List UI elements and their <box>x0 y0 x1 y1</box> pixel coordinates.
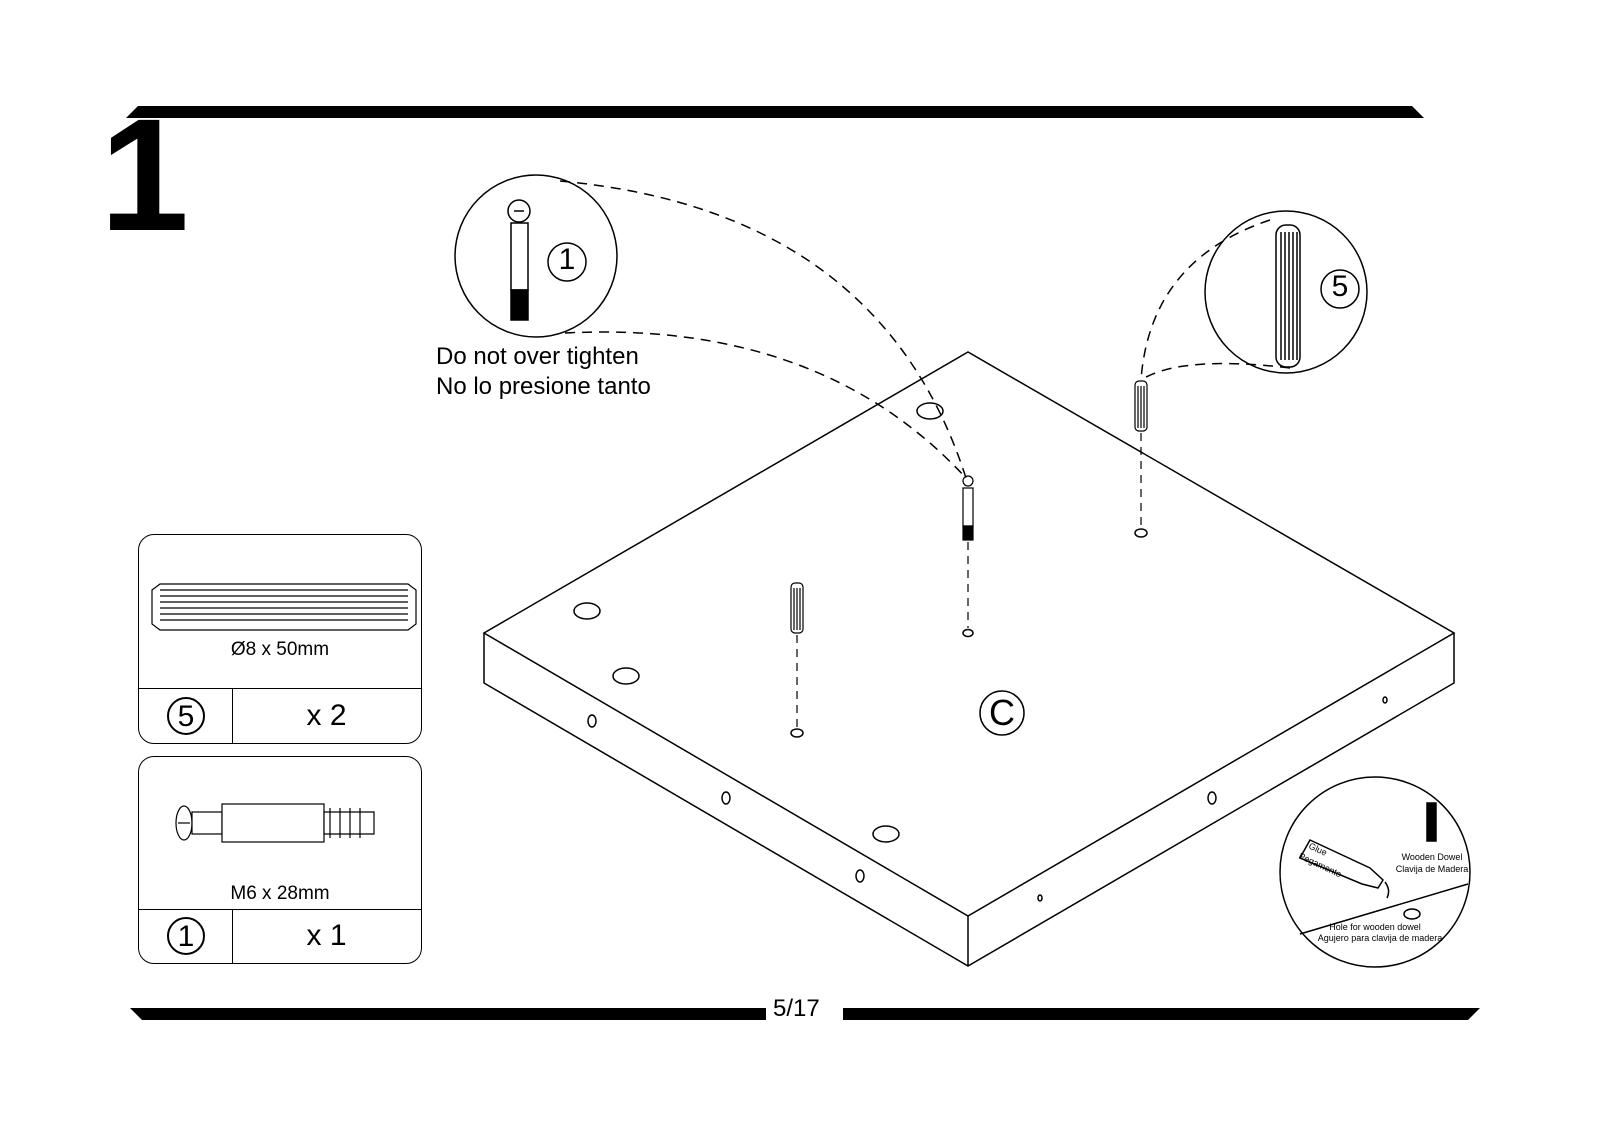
glue-inset <box>1279 776 1471 968</box>
cam-bolt-in-panel <box>962 475 974 628</box>
note-en: Do not over tighten <box>436 343 639 370</box>
callout-screw <box>454 174 618 338</box>
callout-dowel <box>1204 210 1368 374</box>
callout-dowel-id: 5 <box>1331 270 1349 303</box>
bottom-rule-left <box>130 1008 766 1020</box>
step-number: 1 <box>100 85 189 264</box>
part-card-dowel: Ø8 x 50mm 5 x 2 <box>138 534 422 744</box>
part-id: 1 <box>167 917 205 955</box>
part-qty: x 1 <box>306 919 347 952</box>
edge-holes <box>587 696 1388 902</box>
top-face-holes <box>573 402 1148 843</box>
hole-label: Hole for wooden dowel <box>1329 922 1421 932</box>
part-card-cam-bolt: M6 x 28mm 1 x 1 <box>138 756 422 964</box>
dowel-label-es: Clavija de Madera <box>1396 864 1469 874</box>
bottom-rule-right <box>843 1008 1480 1020</box>
cam-bolt-icon <box>175 803 375 843</box>
dowel-right <box>1134 380 1148 528</box>
note-es: No lo presione tanto <box>436 373 651 400</box>
wooden-dowel-icon <box>151 583 417 631</box>
dowel-left <box>790 582 804 728</box>
part-qty: x 2 <box>306 699 347 732</box>
part-spec: M6 x 28mm <box>230 883 330 904</box>
hole-label-es: Agujero para clavija de madera <box>1318 933 1443 943</box>
part-spec: Ø8 x 50mm <box>230 639 330 660</box>
callout-screw-id: 1 <box>558 243 576 276</box>
top-rule <box>126 106 1424 118</box>
dowel-label: Wooden Dowel <box>1402 852 1463 862</box>
leader-lines <box>559 180 1291 479</box>
tightening-note: Do not over tighten No lo presione tanto <box>436 342 651 402</box>
part-id: 5 <box>167 697 205 735</box>
panel-label-circle <box>979 690 1025 736</box>
page-number: 5/17 <box>767 995 826 1023</box>
panel-label: C <box>989 692 1015 733</box>
